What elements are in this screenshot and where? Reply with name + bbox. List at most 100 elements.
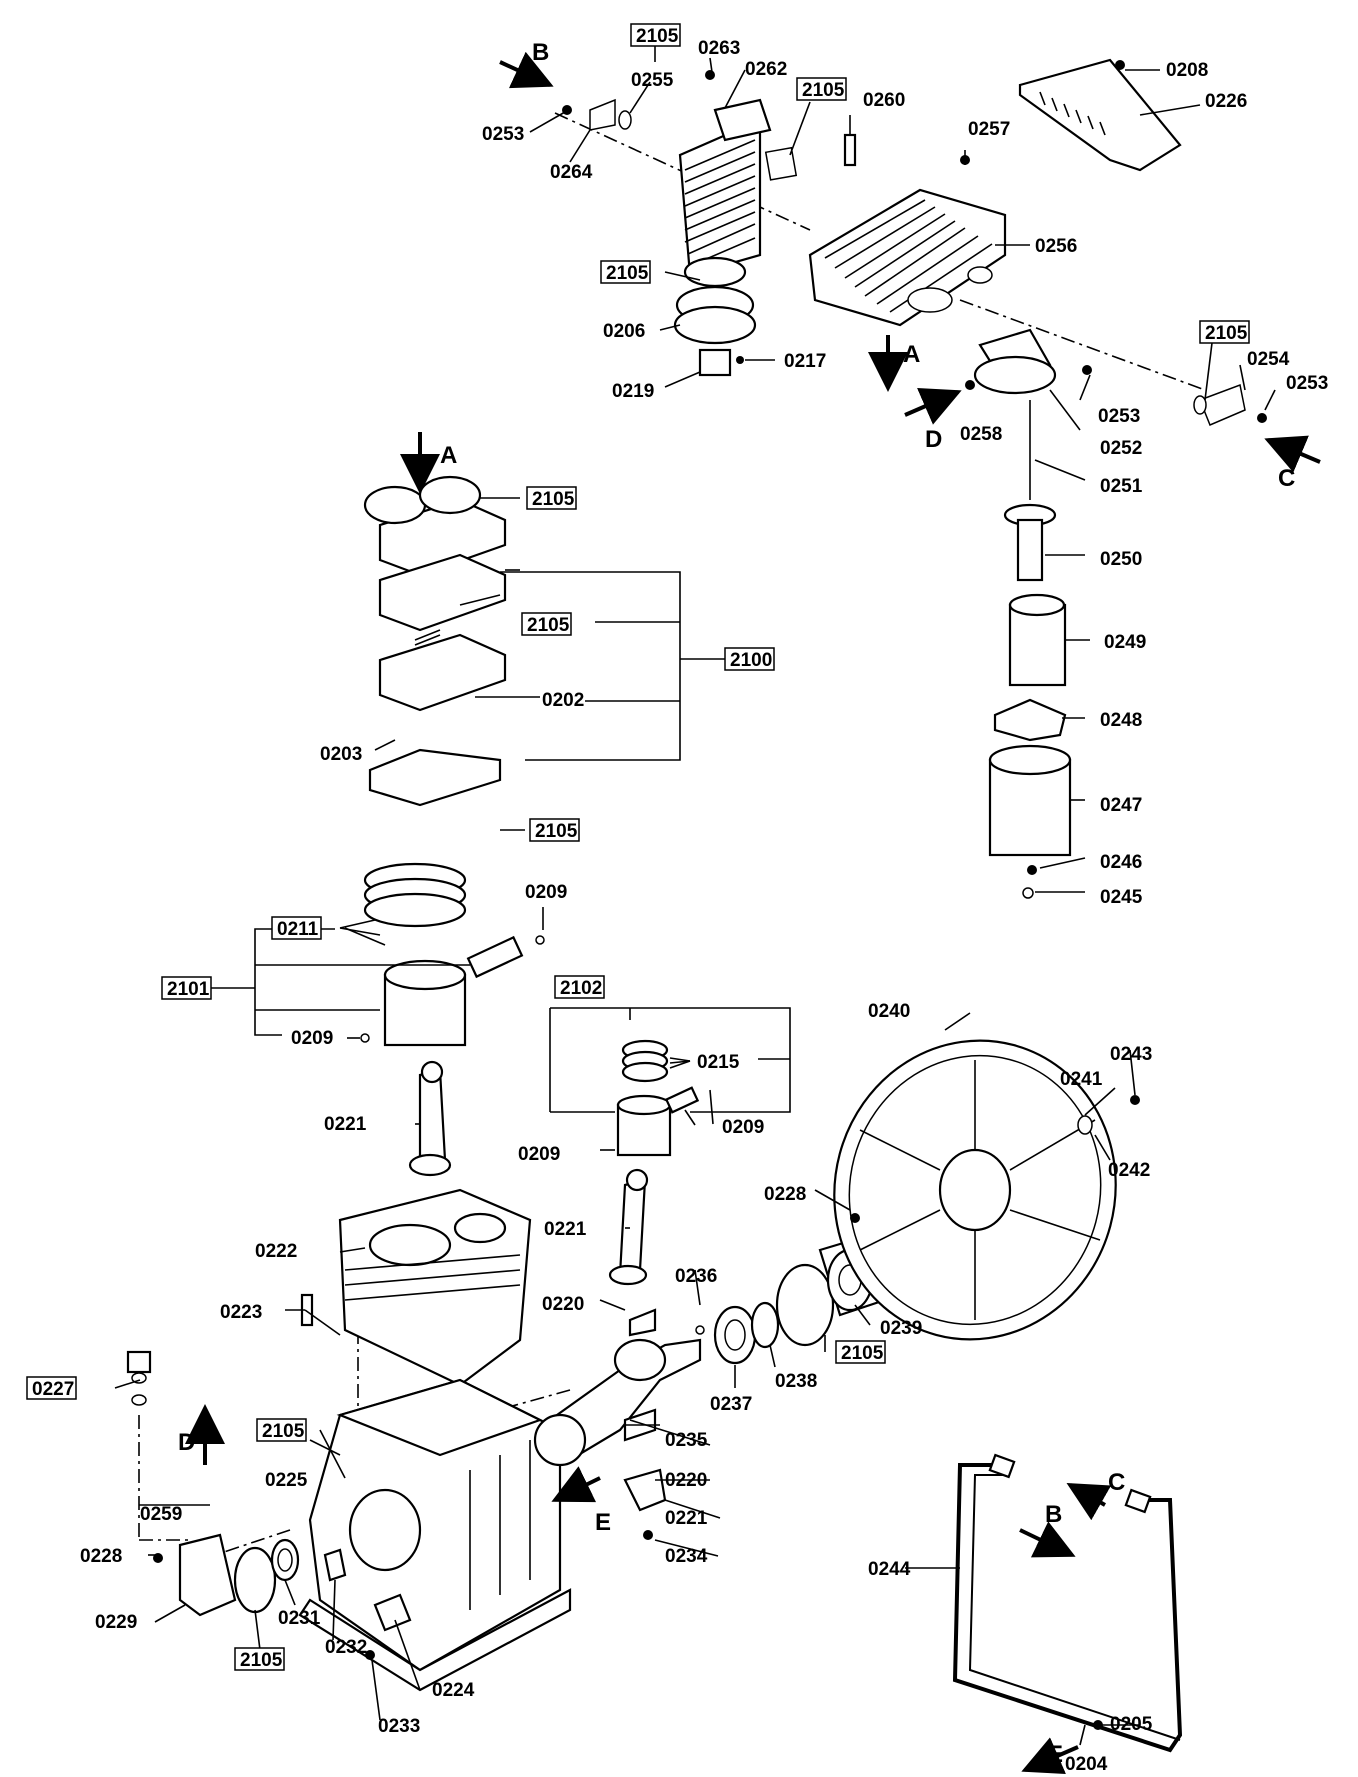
label-0238: 0238	[775, 1371, 817, 1392]
label-0222: 0222	[255, 1241, 297, 1262]
label-0241: 0241	[1060, 1069, 1103, 1090]
label-2101: 2101	[167, 979, 210, 1000]
label-0224: 0224	[432, 1680, 475, 1701]
arrow-label-d-bottom: D	[178, 1429, 195, 1456]
label-2105a: 2105	[636, 26, 679, 47]
label-2105i: 2105	[262, 1421, 305, 1442]
label-2105f: 2105	[527, 615, 570, 636]
label-2102: 2102	[560, 978, 602, 999]
label-0223: 0223	[220, 1302, 262, 1323]
label-0215: 0215	[697, 1052, 740, 1073]
label-0249: 0249	[1104, 632, 1146, 653]
label-0231: 0231	[278, 1608, 321, 1629]
part-0222-cylinder-block	[338, 1188, 532, 1387]
arrow-label-c-bottom: C	[1108, 1469, 1125, 1496]
label-0254: 0254	[1247, 349, 1290, 370]
label-0206: 0206	[603, 321, 645, 342]
label-0235: 0235	[665, 1430, 708, 1451]
label-2105d: 2105	[1205, 323, 1248, 344]
label-0260: 0260	[863, 90, 905, 111]
label-0221a: 0221	[324, 1114, 367, 1135]
label-0253a: 0253	[482, 124, 524, 145]
label-0239: 0239	[880, 1318, 922, 1339]
label-0228b: 0228	[80, 1546, 122, 1567]
label-0248: 0248	[1100, 710, 1142, 731]
label-0232: 0232	[325, 1637, 367, 1658]
direction-arrow-labels: B A D C A D E B C E	[178, 39, 1295, 1768]
label-0211: 0211	[277, 919, 319, 940]
arrow-label-e-mid: E	[595, 1509, 611, 1536]
label-0258: 0258	[960, 424, 1002, 445]
label-0237: 0237	[710, 1394, 752, 1415]
label-0251: 0251	[1100, 476, 1143, 497]
label-2105e: 2105	[532, 489, 575, 510]
part-piston-small	[616, 1039, 700, 1157]
part-0240-flywheel	[833, 1039, 1117, 1341]
label-0244: 0244	[868, 1559, 911, 1580]
direction-arrows	[185, 51, 1321, 1775]
label-0263: 0263	[698, 38, 740, 59]
label-0240: 0240	[868, 1001, 910, 1022]
label-0253c: 0253	[1098, 406, 1140, 427]
label-0226: 0226	[1205, 91, 1247, 112]
label-0209d: 0209	[518, 1144, 560, 1165]
label-0221b: 0221	[544, 1219, 587, 1240]
label-0245: 0245	[1100, 887, 1143, 908]
arrow-label-c-top: C	[1278, 465, 1295, 492]
label-0209a: 0209	[525, 882, 567, 903]
part-0244-tube	[952, 1453, 1183, 1753]
arrow-label-e-bottom: E	[1047, 1741, 1063, 1768]
label-0252: 0252	[1100, 438, 1142, 459]
label-0205: 0205	[1110, 1714, 1153, 1735]
label-0243: 0243	[1110, 1044, 1152, 1065]
part-0262-cylinder	[678, 98, 798, 277]
label-0262: 0262	[745, 59, 787, 80]
part-piston-large	[360, 862, 545, 1047]
part-bearings	[713, 1233, 887, 1365]
part-air-filter	[973, 328, 1072, 899]
label-0209c: 0209	[722, 1117, 764, 1138]
label-0220b: 0220	[665, 1470, 707, 1491]
label-0209b: 0209	[291, 1028, 333, 1049]
part-valve-plate-stack	[363, 475, 507, 807]
label-0234: 0234	[665, 1546, 708, 1567]
label-2105c: 2105	[606, 263, 649, 284]
label-0255: 0255	[631, 70, 674, 91]
label-0246: 0246	[1100, 852, 1142, 873]
arrow-label-a-top: A	[903, 341, 920, 368]
arrow-label-d-top: D	[925, 426, 942, 453]
arrow-label-a-left: A	[440, 442, 457, 469]
label-0229: 0229	[95, 1612, 137, 1633]
label-0236: 0236	[675, 1266, 717, 1287]
label-0204: 0204	[1065, 1754, 1108, 1775]
leader-lines	[114, 46, 1276, 1746]
label-2105g: 2105	[535, 821, 578, 842]
part-0226-cover	[1018, 58, 1182, 172]
label-0221c: 0221	[665, 1508, 708, 1529]
label-0233: 0233	[378, 1716, 420, 1737]
arrow-label-b-top: B	[532, 39, 549, 66]
label-2105j: 2105	[240, 1650, 283, 1671]
label-2105h: 2105	[841, 1343, 884, 1364]
label-0228a: 0228	[764, 1184, 806, 1205]
label-0253b: 0253	[1286, 373, 1328, 394]
label-0256: 0256	[1035, 236, 1077, 257]
label-2100: 2100	[730, 650, 772, 671]
label-0259: 0259	[140, 1504, 182, 1525]
label-0225: 0225	[265, 1470, 308, 1491]
label-0220a: 0220	[542, 1294, 584, 1315]
label-0202: 0202	[542, 690, 584, 711]
label-0264: 0264	[550, 162, 593, 183]
label-0203: 0203	[320, 744, 362, 765]
label-0208: 0208	[1166, 60, 1208, 81]
label-boxes	[26, 23, 1250, 1671]
arrow-label-b-bottom: B	[1045, 1501, 1062, 1528]
part-0235-crankshaft	[533, 1338, 702, 1467]
part-connecting-rods	[408, 1060, 649, 1286]
label-0242: 0242	[1108, 1160, 1150, 1181]
part-fasteners	[126, 60, 1267, 1730]
part-number-labels: 2105 0263 0255 0262 2105 0260 0208 0226 …	[32, 26, 1328, 1775]
part-0225-crankcase	[298, 1378, 572, 1692]
label-0227: 0227	[32, 1379, 74, 1400]
